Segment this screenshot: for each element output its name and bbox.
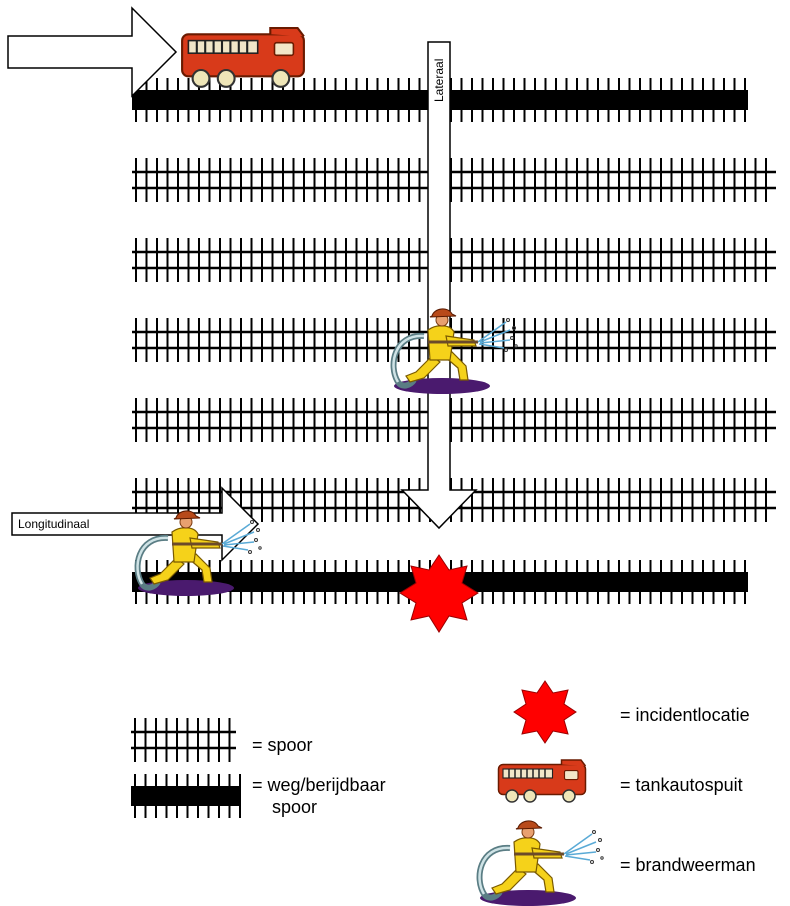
firefighter-icon (394, 309, 518, 394)
legend-firefighter-label: = brandweerman (620, 854, 756, 876)
entry-arrow (8, 8, 176, 96)
legend-weg-label: = weg/berijdbaar (252, 774, 386, 796)
legend-weg-symbol (131, 774, 240, 818)
rail-track-2 (132, 238, 776, 282)
incident-star-icon (400, 555, 478, 632)
legend-incident-label: = incidentlocatie (620, 704, 750, 726)
rail-track-1 (132, 158, 776, 202)
fire-truck-icon (182, 28, 304, 87)
longitudinal-label: Longitudinaal (18, 517, 89, 531)
legend-truck-label: = tankautospuit (620, 774, 743, 796)
legend-spoor-symbol (131, 718, 236, 762)
legend-fire-truck-icon (499, 760, 586, 802)
legend-star-icon (514, 681, 576, 743)
legend-firefighter-icon (480, 821, 604, 906)
lateral-arrow (402, 42, 476, 528)
legend-spoor-label: = spoor (252, 734, 313, 756)
rail-track-4 (132, 398, 776, 442)
lateral-label: Lateraal (432, 59, 446, 102)
legend-weg-label-line2: spoor (272, 796, 317, 818)
